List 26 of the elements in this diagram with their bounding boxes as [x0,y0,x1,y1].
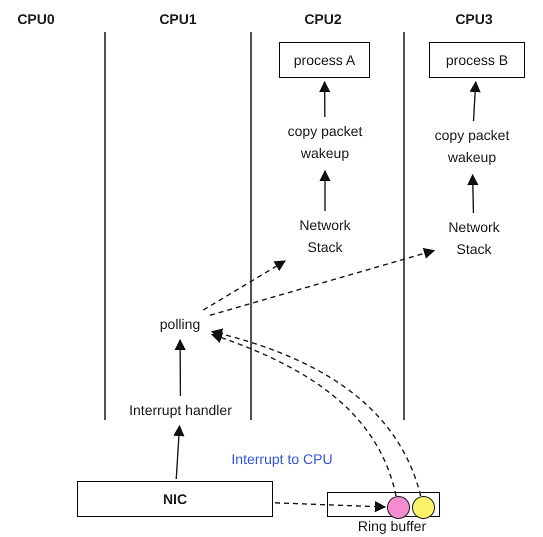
arrow [470,80,481,122]
arrow [319,80,330,117]
cpu-label: CPU0 [16,10,56,29]
dashed-arrow [210,248,436,316]
arrow [319,170,331,211]
step-label: Network Stack [290,214,360,260]
step-label: copy packet wakeup [424,124,520,170]
process-box: process B [429,42,525,78]
buffer-slot-circle [412,496,435,519]
arrow [174,338,186,396]
cpu-label: CPU3 [454,10,494,29]
note-text: Interrupt to CPU [230,450,334,469]
step-label: Interrupt handler [111,399,250,421]
process-box: process A [279,42,370,78]
arrow [467,174,478,214]
dashed-arrow [274,501,386,512]
cpu-label: CPU2 [303,10,343,29]
buffer-slot-circle [387,496,410,519]
arrow [173,424,184,480]
dashed-arrow [202,260,286,311]
nic-box: NIC [77,481,273,517]
cpu-label: CPU1 [158,10,198,29]
step-label: copy packet wakeup [277,120,373,166]
step-label: polling [153,313,207,335]
buffer-caption: Ring buffer [357,517,427,535]
step-label: Network Stack [439,216,509,262]
